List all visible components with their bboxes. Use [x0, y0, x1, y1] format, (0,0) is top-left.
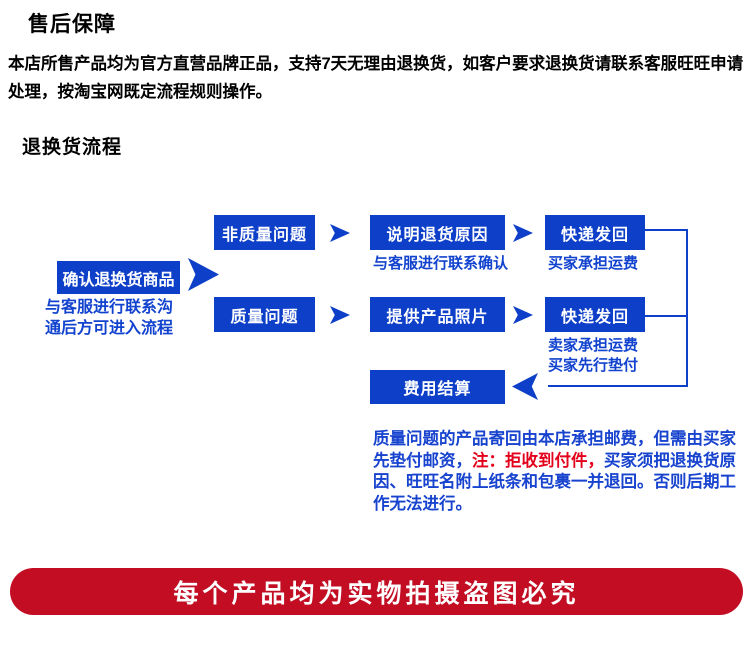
arrow-right-icon	[513, 306, 533, 324]
flow-step-express-return-bottom-caption-line2: 买家先行垫付	[548, 357, 639, 374]
intro-text: 本店所售产品均为官方直营品牌正品，支持7天无理由退换货，如客户要求退换货请联系客…	[8, 55, 744, 101]
banner-text: 每个产品均为实物拍摄盗图必究	[173, 579, 580, 608]
connector-line-middle	[645, 315, 688, 317]
arrow-right-icon	[188, 258, 219, 291]
anti-piracy-banner: 每个产品均为实物拍摄盗图必究	[10, 568, 743, 615]
arrow-right-icon	[330, 306, 350, 324]
flow-step-confirm-box: 确认退换货商品	[57, 261, 180, 294]
flow-step-express-return-top-caption: 买家承担运费	[548, 255, 639, 272]
flow-step-confirm-caption: 与客服进行联系沟通后方可进入流程	[45, 299, 174, 337]
flow-step-express-return-bottom-caption-line1: 卖家承担运费	[548, 337, 639, 354]
connector-line-top	[645, 229, 688, 231]
note-part2: 买家须把退换货原因、旺旺名附上纸条和包裹一并退回。否则后期工作无法进行。	[373, 451, 736, 513]
flow-section-title: 退换货流程	[22, 137, 123, 158]
connector-line-bottom	[548, 385, 688, 387]
note-highlight: 注：拒收到付件，	[472, 451, 604, 470]
arrow-left-icon	[512, 373, 538, 400]
flow-step-explain-reason-box: 说明退货原因	[370, 215, 505, 250]
flow-step-express-return-top-box: 快递发回	[545, 215, 645, 250]
arrow-right-icon	[330, 224, 350, 242]
flow-step-quality-box: 质量问题	[214, 297, 315, 332]
flow-step-fee-settlement-box: 费用结算	[370, 370, 505, 404]
page-title: 售后保障	[28, 13, 116, 36]
quality-return-note: 质量问题的产品寄回由本店承担邮费，但需由买家先垫付邮资，注：拒收到付件，买家须把…	[373, 429, 750, 515]
connector-line-vertical	[686, 229, 688, 387]
flow-step-nonquality-box: 非质量问题	[214, 215, 315, 250]
flow-step-provide-photos-box: 提供产品照片	[370, 297, 505, 332]
note-part1: 质量问题的产品寄回由本店承担邮费，但需由买家先垫付邮资，	[373, 430, 736, 470]
flow-step-explain-reason-caption: 与客服进行联系确认	[373, 255, 509, 272]
arrow-right-icon	[513, 224, 533, 242]
flow-step-express-return-bottom-box: 快递发回	[545, 297, 645, 332]
